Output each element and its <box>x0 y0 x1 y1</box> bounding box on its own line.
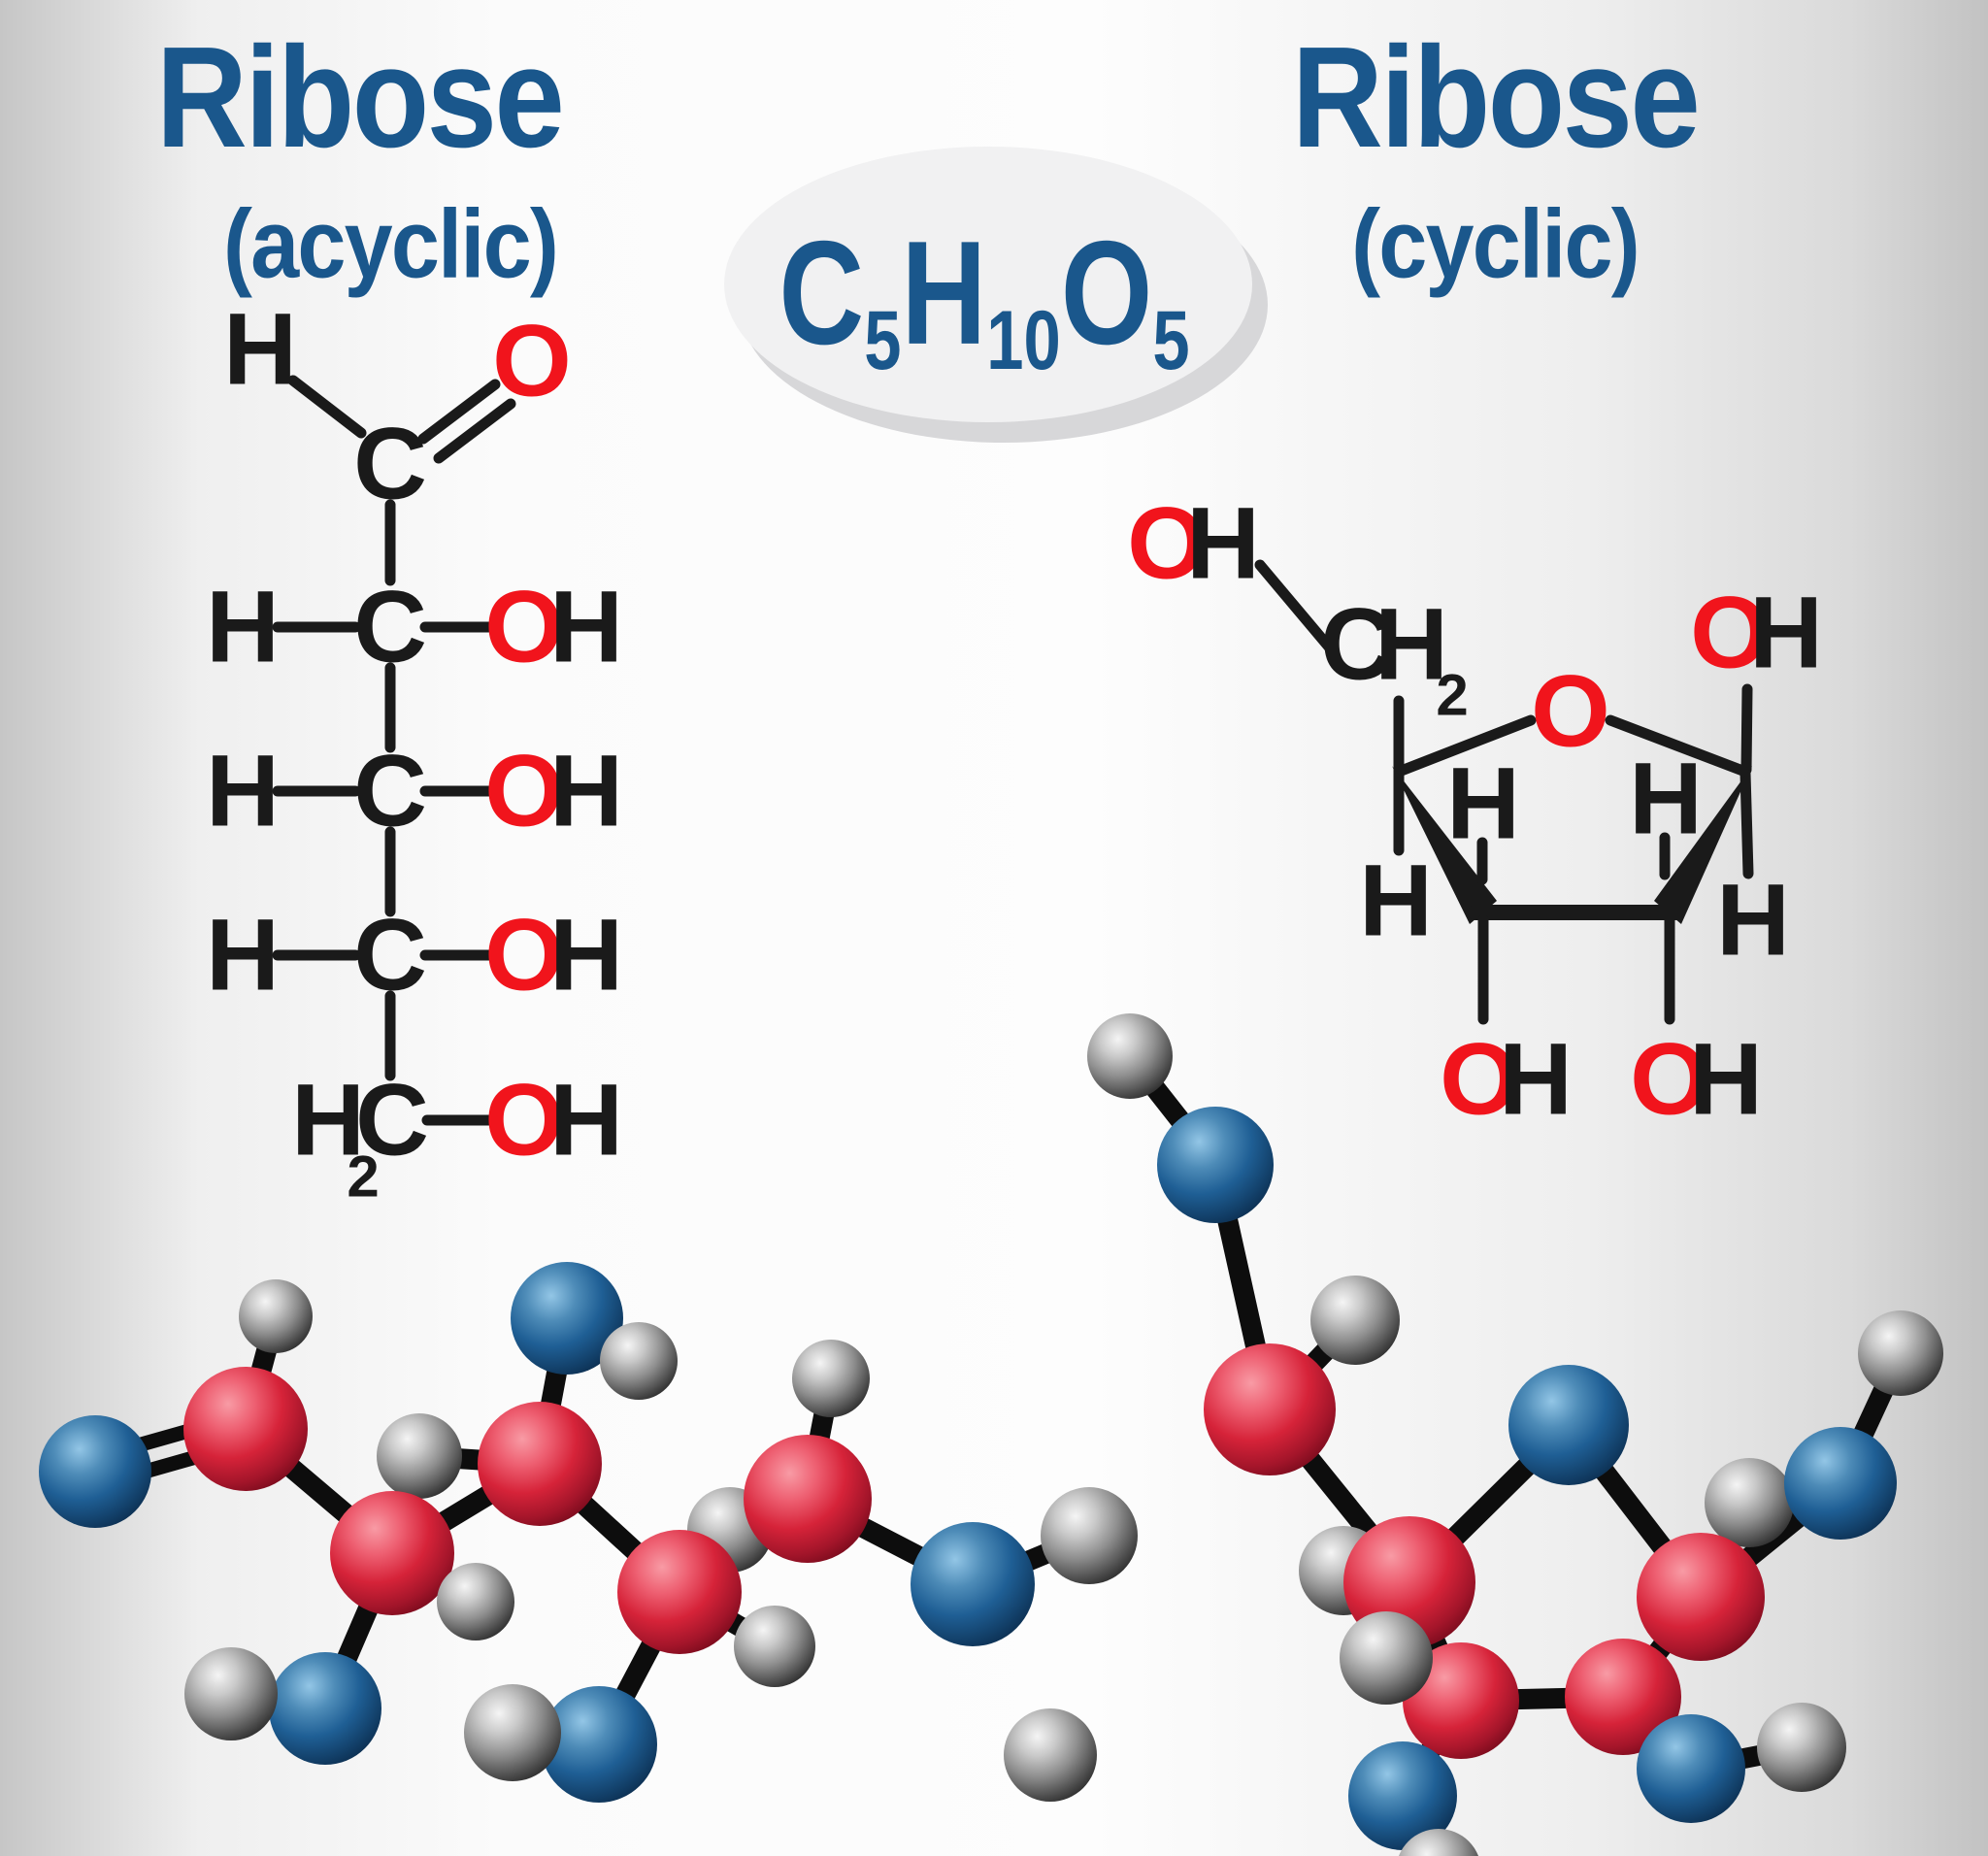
hydrogen-atom <box>1399 1829 1478 1856</box>
hydrogen-atom <box>1087 1013 1173 1099</box>
atom-label-o: O <box>484 571 564 684</box>
formula-badge: C5H10O5 <box>724 147 1268 443</box>
oxygen-atom <box>541 1686 657 1803</box>
hydrogen-atom <box>600 1322 678 1400</box>
carbon-atom <box>1204 1343 1336 1475</box>
oxygen-atom <box>1348 1741 1457 1850</box>
oxygen-atom <box>39 1415 151 1528</box>
atom-label-o: O <box>1127 487 1207 601</box>
hydrogen-atom <box>377 1413 462 1499</box>
atom-label-h: H <box>549 1064 623 1177</box>
wedge-bond <box>1654 766 1752 924</box>
wedge-bond <box>1392 766 1497 924</box>
oxygen-atom <box>269 1652 381 1765</box>
atom-label-o: O <box>1630 1023 1709 1137</box>
ring-bond <box>1605 714 1751 778</box>
carbon-atom <box>744 1435 872 1563</box>
hydrogen-atom <box>1705 1458 1794 1547</box>
atom-label-h: H <box>549 571 623 684</box>
oxygen-atom <box>1157 1107 1274 1223</box>
carbon-atom <box>478 1402 602 1526</box>
bond <box>1254 559 1338 656</box>
acyclic-structural-formula: H C O H C O H H C O H H C O H H 2 C O H <box>206 293 623 1210</box>
atom-label-o: O <box>492 305 572 418</box>
hydrogen-atom <box>792 1340 870 1417</box>
atom-label-o: O <box>1440 1023 1519 1137</box>
formula-o: O <box>1061 211 1153 376</box>
left-title: Ribose <box>156 17 565 178</box>
atom-label-o: O <box>484 735 564 848</box>
right-title-text: Ribose <box>1292 17 1698 178</box>
atom-label-h: H <box>291 1064 365 1177</box>
carbon-atom <box>1637 1533 1765 1661</box>
left-subtitle-text: (acyclic) <box>223 190 557 298</box>
subscript-2: 2 <box>1436 663 1468 728</box>
cyclic-structural-formula: O H C H 2 O O H H H H H O H O H <box>1127 487 1823 1137</box>
atom-label-h: H <box>1499 1023 1573 1137</box>
formula-c-sub: 5 <box>864 293 901 386</box>
badge-ellipse <box>724 147 1252 422</box>
atom-label-o: O <box>484 899 564 1012</box>
hydrogen-atom <box>437 1563 514 1641</box>
carbon-atom <box>183 1367 308 1491</box>
double-bond-line <box>433 398 516 464</box>
atom-label-o: O <box>484 1064 564 1177</box>
oxygen-atom <box>911 1522 1035 1646</box>
oxygen-atom <box>511 1262 623 1375</box>
ring-oxygen-label: O <box>1531 655 1610 769</box>
atom-label-h: H <box>1716 864 1790 978</box>
hydrogen-atom <box>1004 1708 1097 1802</box>
bond <box>287 375 367 439</box>
hydrogen-atom <box>734 1606 815 1687</box>
carbon-atom <box>1565 1639 1681 1755</box>
atom-label-h: H <box>1186 487 1260 601</box>
atom-label-h: H <box>1689 1023 1763 1137</box>
atom-label-h: H <box>549 899 623 1012</box>
formula-c: C <box>779 211 864 376</box>
formula-h: H <box>901 211 986 376</box>
bond <box>1740 768 1754 879</box>
atom-label-h: H <box>1359 845 1433 958</box>
hydrogen-atom <box>1858 1310 1943 1396</box>
carbon-atom <box>1403 1642 1519 1759</box>
bond <box>1740 683 1753 776</box>
acyclic-3d-model <box>39 1262 1138 1803</box>
molecular-formula: C5H10O5 <box>779 211 1189 386</box>
oxygen-atom <box>1784 1427 1897 1540</box>
hydrogen-atom <box>1757 1703 1846 1792</box>
hydrogen-atom <box>184 1647 278 1740</box>
subscript-2: 2 <box>347 1144 379 1210</box>
hydrogen-atom <box>239 1279 313 1353</box>
atom-label-h: H <box>1749 577 1823 690</box>
atom-label-h: H <box>206 899 280 1012</box>
formula-h-sub: 10 <box>986 293 1061 386</box>
atom-label-h: H <box>549 735 623 848</box>
right-title: Ribose <box>1292 17 1701 178</box>
ring-bond <box>1393 714 1537 778</box>
hydrogen-atom <box>1340 1611 1433 1705</box>
left-title-text: Ribose <box>156 17 562 178</box>
hydrogen-atom <box>1310 1276 1400 1365</box>
hydrogen-atom <box>464 1684 561 1781</box>
atom-label-h: H <box>206 571 280 684</box>
atom-label-h: H <box>206 735 280 848</box>
right-subtitle-text: (cyclic) <box>1351 190 1639 298</box>
hydrogen-atom <box>1041 1487 1138 1584</box>
oxygen-atom <box>1637 1714 1745 1823</box>
atom-label-h: H <box>1375 588 1448 702</box>
atom-label-c: C <box>355 1064 429 1177</box>
carbon-atom <box>617 1530 742 1654</box>
oxygen-atom <box>1508 1365 1629 1485</box>
right-subtitle: (cyclic) <box>1351 190 1640 298</box>
double-bond-line <box>417 379 501 445</box>
carbon-atom <box>330 1491 454 1615</box>
atom-label-o: O <box>1690 577 1770 690</box>
atom-label-h: H <box>223 293 297 407</box>
left-subtitle: (acyclic) <box>223 190 559 298</box>
formula-o-sub: 5 <box>1152 293 1189 386</box>
atom-label-c: C <box>1320 588 1394 702</box>
cyclic-3d-model <box>1004 1013 1943 1856</box>
